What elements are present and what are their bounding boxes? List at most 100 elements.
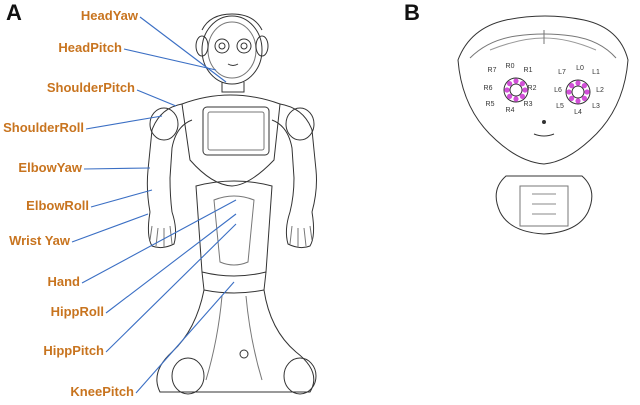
left-eye-led-dot	[569, 83, 575, 89]
right-eye-led-label: R3	[524, 101, 533, 108]
robot-arm-left-inner	[271, 119, 295, 213]
head-mouth	[533, 133, 555, 137]
panel-a-label: A	[6, 0, 22, 25]
left-eye-led-label: L4	[574, 109, 582, 116]
left-eye-led-label: L3	[592, 103, 600, 110]
right-eye-led-dot	[513, 78, 519, 84]
neck-joint-detail	[532, 193, 556, 215]
left-eye-led-label: L7	[558, 69, 566, 76]
left-eye-led-label: L2	[596, 87, 604, 94]
left-eye-ring	[565, 79, 591, 105]
left-eye-led-dot	[569, 95, 575, 101]
robot-mouth	[227, 63, 239, 66]
pointer-wrist-yaw	[71, 213, 149, 243]
panel-b-label: B	[404, 0, 420, 25]
robot-shoulder-right	[149, 107, 179, 141]
neck-shoulders	[495, 175, 593, 235]
right-eye-led-dot	[507, 81, 513, 87]
robot-arm-left-outer	[279, 103, 317, 213]
pointer-knee-pitch	[135, 281, 235, 394]
joint-label-hand: Hand	[47, 274, 81, 289]
right-eye-led-dot	[519, 93, 526, 99]
joint-label-elbow-yaw: ElbowYaw	[18, 160, 82, 175]
robot-hand-right	[147, 211, 177, 249]
robot-fingers-left	[289, 225, 313, 248]
head-nose	[542, 120, 546, 124]
robot-ear-left	[255, 35, 269, 57]
left-eye-pupil	[571, 85, 585, 99]
pointer-shoulder-roll	[85, 115, 163, 130]
left-eye-led-dot	[575, 80, 581, 86]
robot-chest	[181, 94, 281, 187]
robot-tablet-screen	[207, 111, 265, 151]
robot-arm-right-outer	[146, 103, 183, 213]
robot-hand-left	[285, 211, 315, 249]
right-eye-led-label: R6	[484, 85, 493, 92]
robot-leg-line-left	[245, 295, 263, 381]
pointer-elbow-roll	[90, 189, 153, 208]
right-eye-ring	[503, 77, 529, 103]
right-eye-led-dot	[513, 96, 519, 102]
joint-label-shoulder-roll: ShoulderRoll	[3, 120, 84, 135]
robot-pupil-right	[218, 42, 226, 50]
left-eye-led-dot	[581, 95, 588, 101]
pointer-hipp-roll	[105, 213, 237, 314]
left-eye-led-dot	[584, 89, 590, 95]
head-front-view	[457, 15, 629, 235]
right-eye-pupil	[509, 83, 523, 97]
robot-leg	[156, 289, 315, 393]
pointer-head-yaw	[139, 16, 227, 83]
left-eye-led-label: L5	[556, 103, 564, 110]
led-dots	[504, 78, 590, 104]
robot-neck	[221, 82, 245, 93]
joint-label-knee-pitch: KneePitch	[70, 384, 134, 399]
joint-label-hipp-roll: HippRoll	[50, 304, 104, 319]
joint-label-head-pitch: HeadPitch	[58, 40, 122, 55]
left-eye-led-label: L1	[592, 69, 600, 76]
right-eye-led-label: R4	[506, 107, 515, 114]
joint-label-shoulder-pitch: ShoulderPitch	[46, 80, 135, 95]
joint-label-elbow-roll: ElbowRoll	[26, 198, 89, 213]
pointer-head-pitch	[123, 48, 217, 71]
robot-shoulder-left	[285, 107, 315, 141]
right-eye-led-label: R0	[506, 63, 515, 70]
right-eye-led-label: R5	[486, 101, 495, 108]
left-eye-leds	[565, 79, 591, 105]
neck-joint	[519, 185, 569, 227]
left-eye-led-label: L6	[554, 87, 562, 94]
robot-head	[201, 15, 263, 85]
head-crown-line-2	[489, 37, 597, 51]
left-eye-led-dot	[575, 98, 581, 104]
robot-eye-left	[236, 38, 252, 54]
joint-label-wrist-yaw: Wrist Yaw	[9, 233, 70, 248]
robot-bumper	[239, 349, 249, 359]
right-eye-led-dot	[504, 87, 510, 93]
right-eye-led-label: R2	[528, 85, 537, 92]
pointer-hipp-pitch	[105, 223, 237, 353]
robot-arm-right-inner	[169, 119, 193, 213]
robot-waist-inner	[213, 195, 255, 266]
robot-ear-right	[195, 35, 209, 57]
robot-head-top	[201, 13, 263, 31]
pointer-hand	[81, 199, 237, 284]
right-eye-led-label: R1	[524, 67, 533, 74]
robot-wheel-left	[283, 357, 317, 395]
robot-fingers-right	[149, 225, 173, 248]
pointer-lines	[71, 16, 237, 394]
robot-waist	[195, 180, 273, 277]
right-eye-leds	[503, 77, 529, 103]
robot-wheel-right	[171, 357, 205, 395]
pointer-elbow-yaw	[83, 167, 151, 170]
robot-leg-line-right	[205, 295, 223, 381]
right-eye-led-label: R7	[488, 67, 497, 74]
robot-sketch	[146, 13, 317, 395]
robot-pupil-left	[240, 42, 248, 50]
joint-label-hipp-pitch: HippPitch	[43, 343, 104, 358]
joint-label-head-yaw: HeadYaw	[80, 8, 138, 23]
right-eye-led-dot	[507, 93, 513, 99]
left-eye-led-dot	[581, 83, 588, 89]
left-eye-led-label: L0	[576, 65, 584, 72]
